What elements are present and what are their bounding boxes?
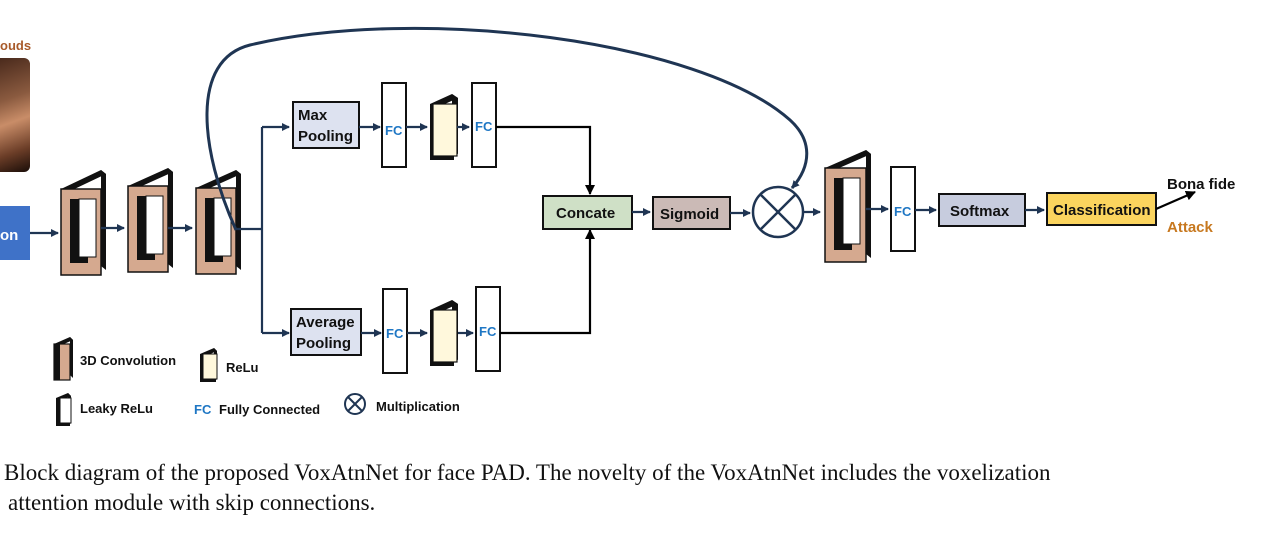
fc-final xyxy=(890,166,916,252)
legend-relu-label: ReLu xyxy=(226,360,259,375)
relu-bottom xyxy=(430,300,458,366)
fc-top-1-label: FC xyxy=(385,123,403,138)
output-attack: Attack xyxy=(1167,219,1214,236)
sigmoid-box xyxy=(652,196,731,230)
fc-bottom-2 xyxy=(475,286,501,372)
skip-connection xyxy=(205,26,809,231)
max-pooling-box xyxy=(292,101,360,149)
figure-caption: Block diagram of the proposed VoxAtnNet … xyxy=(0,458,1250,518)
multiplication-node xyxy=(751,185,805,239)
output-bona-fide: Bona fide xyxy=(1167,176,1235,193)
fc-bottom-2-label: FC xyxy=(479,324,497,339)
input-title-partial: ouds xyxy=(0,38,31,53)
input-block xyxy=(0,206,30,260)
fc-top-2 xyxy=(471,82,497,168)
average-pooling-label-line1: Average xyxy=(296,314,355,331)
fc-bottom-1 xyxy=(382,288,408,374)
legend: 3D Convolution ReLu Leaky ReLu FC Fully … xyxy=(53,337,460,426)
fc-final-label: FC xyxy=(894,204,912,219)
concate-label: Concate xyxy=(556,205,615,222)
legend-relu-icon xyxy=(200,348,218,382)
legend-multiplication-icon xyxy=(344,393,366,415)
classification-label: Classification xyxy=(1053,202,1151,219)
average-pooling-label-line2: Pooling xyxy=(296,335,351,352)
legend-fc-abbrev: FC xyxy=(194,402,212,417)
fc-top-1 xyxy=(381,82,407,168)
input-block-label: on xyxy=(0,227,18,244)
max-pooling-label-line2: Pooling xyxy=(298,128,353,145)
max-pooling-label-line1: Max xyxy=(298,107,328,124)
sigmoid-label: Sigmoid xyxy=(660,206,719,223)
conv-block-4 xyxy=(824,150,871,263)
face-image xyxy=(0,58,30,172)
caption-line-2: attention module with skip connections. xyxy=(8,490,376,515)
legend-fc-full: Fully Connected xyxy=(219,402,320,417)
caption-line-1: Block diagram of the proposed VoxAtnNet … xyxy=(4,460,1051,485)
relu-top xyxy=(430,94,458,160)
conv-block-1 xyxy=(60,170,106,276)
legend-leaky-relu-label: Leaky ReLu xyxy=(80,401,153,416)
softmax-label: Softmax xyxy=(950,203,1010,220)
conv-block-2 xyxy=(127,168,173,273)
fc-bottom-1-label: FC xyxy=(386,326,404,341)
fc-top-2-label: FC xyxy=(475,119,493,134)
legend-conv3d-icon xyxy=(53,337,73,381)
legend-conv3d-label: 3D Convolution xyxy=(80,353,176,368)
softmax-box xyxy=(938,193,1026,227)
legend-multiplication-label: Multiplication xyxy=(376,399,460,414)
legend-leaky-relu-icon xyxy=(56,393,72,426)
